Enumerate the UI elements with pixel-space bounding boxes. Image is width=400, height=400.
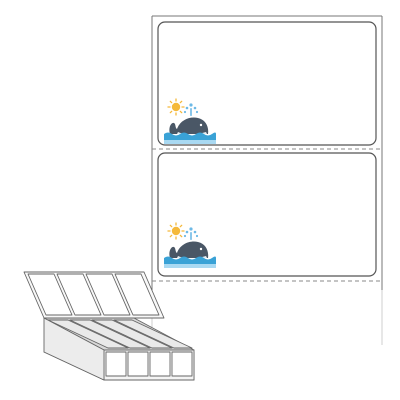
whale-illustration — [164, 222, 216, 268]
label-1 — [157, 21, 377, 146]
label-1-outline — [157, 21, 377, 146]
stack-top-cells — [27, 273, 160, 316]
waves-icon — [164, 256, 216, 268]
label-2-outline — [157, 152, 377, 277]
stack-front-cells — [105, 351, 193, 377]
fanfold-label-stack-icon — [23, 271, 195, 381]
sun-icon — [167, 98, 185, 116]
waves-icon — [164, 132, 216, 144]
stack-middle-cells — [47, 319, 193, 349]
stack-left-side — [43, 317, 105, 381]
whale-illustration — [164, 98, 216, 144]
spray-icon — [183, 103, 199, 116]
sun-icon — [167, 222, 185, 240]
spray-icon — [183, 227, 199, 240]
label-2 — [157, 152, 377, 277]
